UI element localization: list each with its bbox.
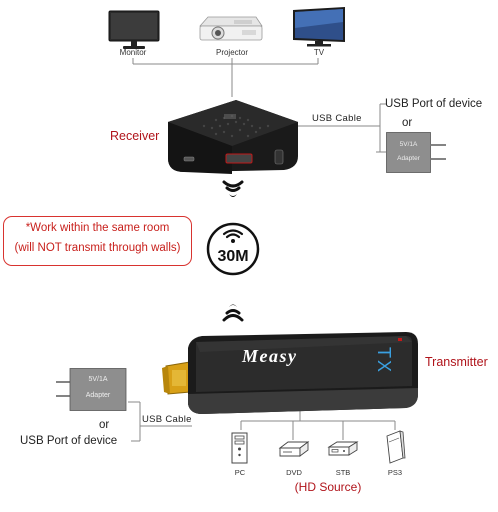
hd-source-caption: (HD Source) <box>294 480 362 494</box>
range-circle <box>206 222 260 276</box>
transmitter-brand-label: Measy <box>242 346 298 366</box>
transmitter-adapter-icon <box>56 368 127 411</box>
receiver-adapter-rating: 5V/1A <box>399 141 418 148</box>
dvd-label: DVD <box>286 468 302 477</box>
transmitter-or-label: or <box>99 419 110 431</box>
receiver-adapter-icon <box>386 132 446 173</box>
receiver-label: Receiver <box>110 129 160 143</box>
transmitter-usb-port-label: USB Port of device <box>20 435 118 447</box>
range-note-box: *Work within the same room (will NOT tra… <box>3 216 192 266</box>
transmitter-adapter-rating: 5V/1A <box>88 376 108 383</box>
receiver-cable-label: USB Cable <box>312 113 362 124</box>
monitor-label: Monitor <box>119 48 147 57</box>
transmitter-cable-label: USB Cable <box>142 414 192 425</box>
transmitter-label: Transmitter <box>425 355 488 369</box>
tv-icon <box>293 7 345 47</box>
note-line-1: *Work within the same room <box>25 222 170 234</box>
receiver-signal-icon <box>222 180 244 197</box>
ps3-label: PS3 <box>387 468 403 477</box>
stb-label: STB <box>335 468 351 477</box>
transmitter-model-mark: TX <box>374 346 395 375</box>
set-top-box-icon <box>327 441 359 456</box>
receiver-usb-port-label: USB Port of device <box>385 98 483 110</box>
pc-tower-icon <box>231 432 248 464</box>
transmitter-dongle-icon <box>162 332 418 414</box>
tv-label: TV <box>313 48 325 57</box>
pc-label: PC <box>234 468 246 477</box>
game-console-icon <box>386 430 406 464</box>
projector-label: Projector <box>215 48 248 57</box>
monitor-icon <box>108 10 160 49</box>
dvd-player-icon <box>278 441 310 457</box>
receiver-box-icon <box>168 100 298 174</box>
projector-icon <box>199 16 263 41</box>
transmitter-signal-icon <box>222 304 244 322</box>
range-label: 30M <box>217 248 249 265</box>
receiver-adapter-label: Adapter <box>397 155 420 162</box>
wifi-icon <box>222 229 244 243</box>
receiver-or-label: or <box>402 117 413 129</box>
transmitter-adapter-label: Adapter <box>85 392 111 399</box>
note-line-2: (will NOT transmit through walls) <box>14 242 181 254</box>
